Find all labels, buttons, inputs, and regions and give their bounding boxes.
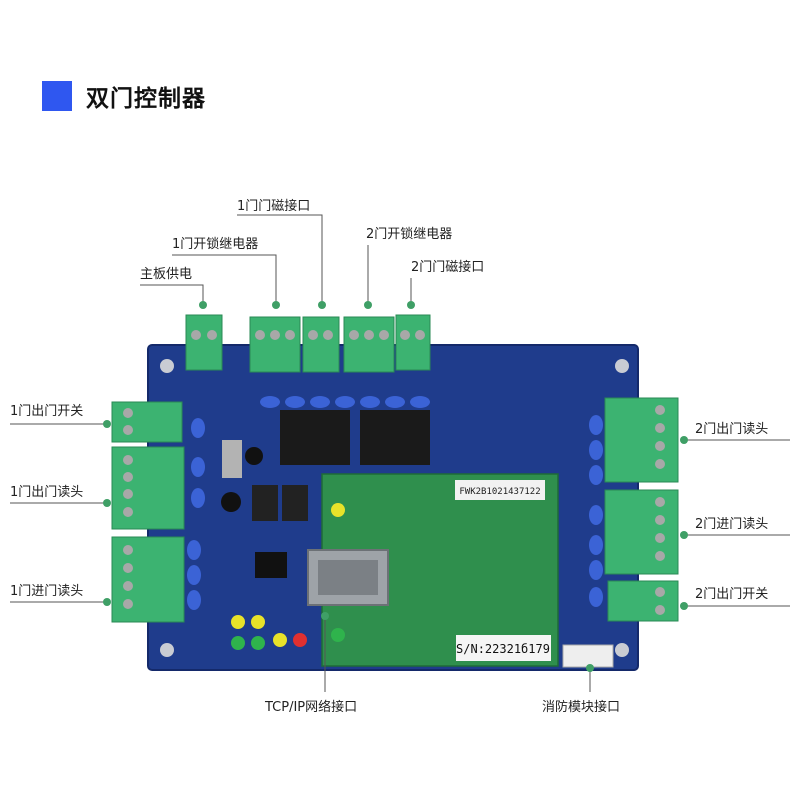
terminal-door2-magnet (395, 314, 431, 371)
terminal-power (185, 314, 223, 371)
label-door1-entry-reader: 1门进门读头 (10, 584, 84, 599)
mounting-hole (160, 643, 174, 657)
label-door1-magnet: 1门门磁接口 (237, 199, 311, 214)
label-door1-exit-reader: 1门出门读头 (10, 485, 84, 500)
terminal-door1-exit-reader (111, 446, 185, 530)
callout-lines (10, 214, 790, 692)
mounting-hole (615, 359, 629, 373)
capacitor (245, 447, 263, 465)
blue-capacitors-left (187, 418, 205, 610)
label-door2-entry-reader: 2门进门读头 (695, 517, 769, 532)
small-sticker (455, 480, 545, 500)
blue-capacitors-right (589, 415, 603, 607)
label-power: 主板供电 (140, 267, 193, 282)
terminal-door2-relay (343, 316, 395, 373)
relay-2 (360, 410, 430, 465)
relay-1 (280, 410, 350, 465)
label-tcp-port: TCP/IP网络接口 (265, 700, 358, 715)
mounting-hole (160, 359, 174, 373)
terminal-door2-exit-reader (604, 397, 679, 483)
label-door2-magnet: 2门门磁接口 (411, 260, 485, 275)
terminal-door2-entry-reader (604, 489, 679, 575)
fire-module-connector (562, 644, 614, 668)
serial-sticker (456, 635, 551, 661)
callout-dots (103, 301, 688, 672)
label-door1-relay: 1门开锁继电器 (172, 237, 259, 252)
regulator-1 (252, 485, 278, 521)
regulator-2 (282, 485, 308, 521)
label-door2-exit-switch: 2门出门开关 (695, 587, 769, 602)
label-door2-relay: 2门开锁继电器 (366, 227, 453, 242)
label-door1-exit-switch: 1门出门开关 (10, 404, 84, 419)
small-sticker-text: FWK2B1021437122 (459, 487, 540, 497)
serial-number: S/N:22321б179 (456, 642, 550, 656)
label-door2-exit-reader: 2门出门读头 (695, 422, 769, 437)
label-fire-module: 消防模块接口 (542, 700, 621, 715)
resistor (222, 440, 242, 478)
page-title-block: 双门控制器 (42, 80, 206, 112)
status-leds (231, 503, 345, 650)
terminal-door1-entry-reader (111, 536, 185, 623)
blue-capacitors-top (260, 396, 430, 408)
page-title: 双门控制器 (86, 86, 206, 112)
rj45-port-opening (318, 560, 378, 595)
chip (255, 552, 287, 578)
terminal-door1-exit-switch (111, 401, 183, 443)
title-accent-square (42, 81, 72, 111)
terminal-door1-relay (249, 316, 301, 373)
capacitor (221, 492, 241, 512)
mounting-hole (615, 643, 629, 657)
terminal-door2-exit-switch (607, 580, 679, 622)
terminal-door1-magnet (302, 316, 340, 373)
